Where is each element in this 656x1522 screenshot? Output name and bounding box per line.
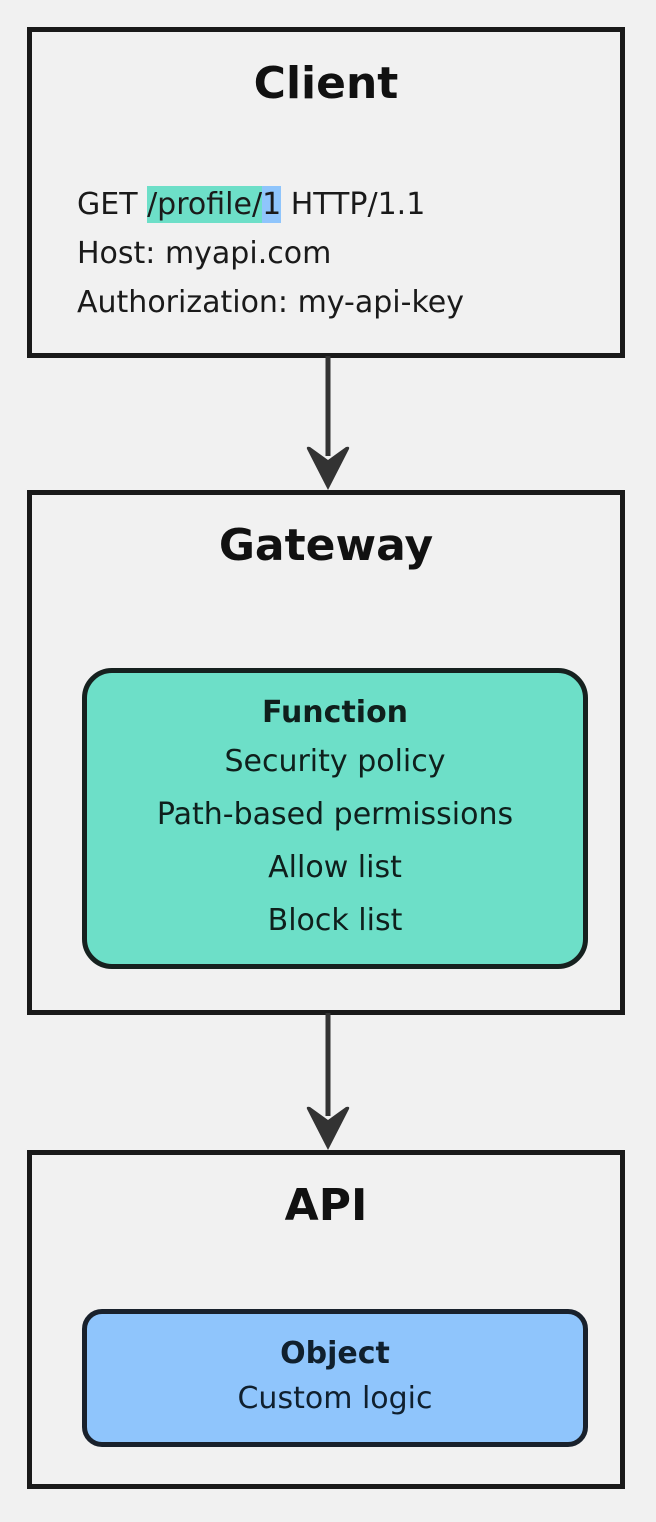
client-request-text: GET /profile/1 HTTP/1.1 Host: myapi.com …: [77, 180, 464, 327]
object-card-title: Object: [280, 1336, 390, 1371]
request-header-host: Host: myapi.com: [77, 236, 332, 271]
request-path-id: 1: [262, 186, 282, 223]
function-line-path-based-permissions: Path-based permissions: [156, 796, 514, 832]
arrow-gateway-to-api: [303, 1013, 353, 1152]
node-gateway[interactable]: Gateway Function Security policy Path-ba…: [27, 490, 625, 1015]
node-api[interactable]: API Object Custom logic: [27, 1150, 625, 1489]
function-line-security-policy: Security policy: [224, 743, 446, 779]
request-line-start: GET /profile/1 HTTP/1.1: [77, 180, 464, 229]
object-line-custom-logic: Custom logic: [237, 1381, 433, 1416]
request-protocol: HTTP/1.1: [281, 187, 426, 222]
function-line-allow-list: Allow list: [268, 849, 402, 885]
arrow-client-to-gateway: [303, 356, 353, 492]
gateway-function-card[interactable]: Function Security policy Path-based perm…: [82, 668, 588, 969]
node-api-title: API: [284, 1180, 368, 1231]
node-gateway-title: Gateway: [218, 520, 434, 571]
api-object-card[interactable]: Object Custom logic: [82, 1309, 588, 1447]
request-path-prefix: /profile/: [147, 186, 263, 223]
request-header-authorization: Authorization: my-api-key: [77, 285, 464, 320]
node-client-title: Client: [253, 58, 399, 109]
request-method: GET: [77, 187, 138, 222]
function-card-title: Function: [261, 694, 409, 730]
node-client[interactable]: Client GET /profile/1 HTTP/1.1 Host: mya…: [27, 27, 625, 358]
function-line-block-list: Block list: [267, 902, 403, 938]
